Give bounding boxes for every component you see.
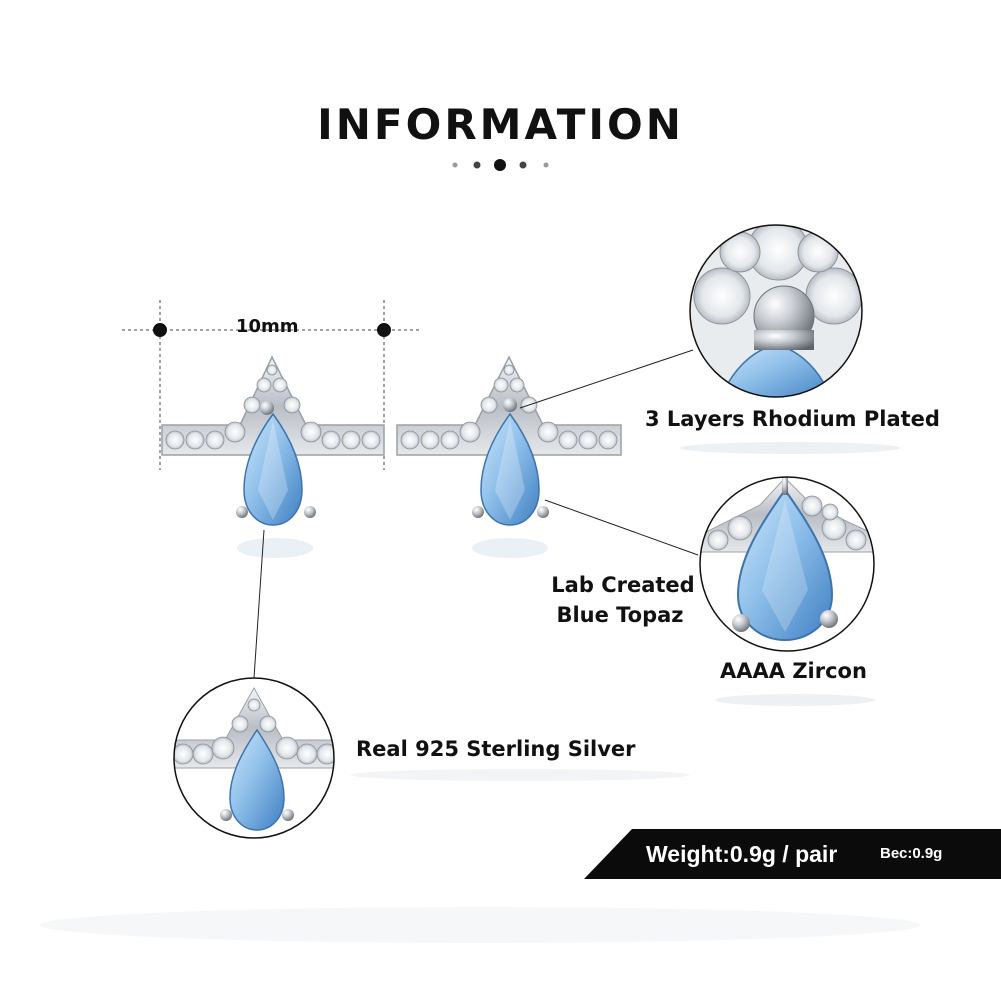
earring-right bbox=[396, 355, 622, 558]
page-title: INFORMATION bbox=[317, 100, 684, 149]
earring-left bbox=[161, 355, 385, 558]
weight-banner bbox=[584, 829, 1001, 879]
weight-label: Weight:0.9g / pair bbox=[646, 841, 838, 867]
callout-rhodium: 3 Layers Rhodium Plated bbox=[645, 407, 940, 431]
weight-label-secondary: Вес:0.9g bbox=[880, 845, 943, 862]
zoom-circle-topaz bbox=[699, 476, 875, 652]
zoom-circle-rhodium bbox=[689, 224, 863, 398]
callout-zircon: AAAA Zircon bbox=[720, 659, 867, 683]
callout-topaz-line2: Blue Topaz bbox=[556, 603, 684, 627]
callout-silver: Real 925 Sterling Silver bbox=[356, 737, 636, 761]
callout-topaz-line1: Lab Created bbox=[551, 573, 695, 597]
zoom-circle-silver bbox=[173, 677, 335, 839]
dimension-label: 10mm bbox=[236, 316, 299, 337]
dimension-guide bbox=[122, 300, 420, 470]
leader-lines bbox=[253, 349, 699, 679]
